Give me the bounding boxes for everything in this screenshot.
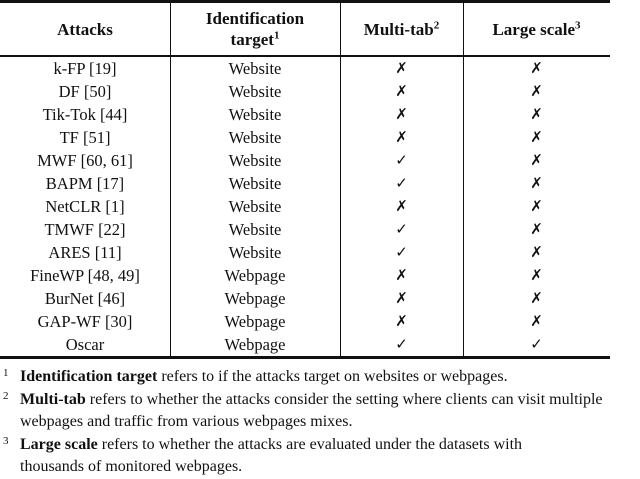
x-mark-icon: ✗ <box>530 151 543 169</box>
attack-name: TF [51] <box>59 128 111 147</box>
x-mark-icon: ✗ <box>395 266 408 284</box>
footnote-term: Large scale <box>20 435 98 453</box>
footnote-term: Multi-tab <box>20 390 86 408</box>
table-row: Oscar Webpage ✓ ✓ <box>0 333 610 356</box>
check-mark-icon: ✓ <box>395 243 408 261</box>
column-header-multi-tab: Multi-tab2 <box>340 3 463 55</box>
footnote-term: Identification target <box>20 368 158 385</box>
check-mark-icon: ✓ <box>395 151 408 169</box>
header-label: Attacks <box>57 19 113 39</box>
identification-target-value: Webpage <box>224 289 286 308</box>
table-row: BurNet [46] Webpage ✗ ✗ <box>0 287 610 310</box>
x-mark-icon: ✗ <box>530 312 543 330</box>
x-mark-icon: ✗ <box>530 59 543 77</box>
x-mark-icon: ✗ <box>530 174 543 192</box>
column-divider-1 <box>170 3 172 356</box>
x-mark-icon: ✗ <box>530 82 543 100</box>
identification-target-value: Website <box>228 151 282 170</box>
footnote-text: refers to whether the attacks consider t… <box>20 390 603 431</box>
x-mark-icon: ✗ <box>530 289 543 307</box>
table-row: GAP-WF [30] Webpage ✗ ✗ <box>0 310 610 333</box>
bottom-rule <box>0 356 610 359</box>
table-row: TF [51] Website ✗ ✗ <box>0 126 610 149</box>
footnote-multi-tab: 2 Multi-tab refers to whether the attacks… <box>0 389 640 434</box>
header-label: Multi-tab2 <box>363 18 440 39</box>
identification-target-value: Website <box>228 174 282 193</box>
table-row: NetCLR [1] Website ✗ ✗ <box>0 195 610 218</box>
table-footnotes: 1 Identification target refers to if the … <box>0 366 640 479</box>
attack-name: MWF [60, 61] <box>37 151 133 170</box>
attack-name: TMWF [22] <box>44 220 126 239</box>
footnote-marker: 1 <box>3 367 9 379</box>
identification-target-value: Webpage <box>224 312 286 331</box>
identification-target-value: Website <box>228 197 282 216</box>
x-mark-icon: ✗ <box>530 105 543 123</box>
column-divider-2 <box>340 3 342 356</box>
attack-name: BAPM [17] <box>45 174 125 193</box>
check-mark-icon: ✓ <box>530 335 543 353</box>
table-body: k-FP [19] Website ✗ ✗ DF [50] Website ✗ … <box>0 57 610 356</box>
table-row: BAPM [17] Website ✓ ✗ <box>0 172 610 195</box>
check-mark-icon: ✓ <box>395 335 408 353</box>
top-rule <box>0 0 610 3</box>
table-row: TMWF [22] Website ✓ ✗ <box>0 218 610 241</box>
identification-target-value: Website <box>228 82 282 101</box>
identification-target-value: Website <box>228 59 282 78</box>
footnote-marker: 2 <box>3 389 9 402</box>
identification-target-value: Website <box>228 220 282 239</box>
footnote-marker: 3 <box>3 434 9 447</box>
x-mark-icon: ✗ <box>530 197 543 215</box>
x-mark-icon: ✗ <box>395 82 408 100</box>
footnote-identification-target: 1 Identification target refers to if the … <box>0 366 640 389</box>
attack-name: NetCLR [1] <box>45 197 125 216</box>
header-separator-rule <box>0 55 610 57</box>
attack-name: ARES [11] <box>48 243 122 262</box>
header-label-line2: target1 <box>230 29 280 49</box>
footnote-text: refers to whether the attacks are evalua… <box>20 435 523 476</box>
attack-name: DF [50] <box>58 82 112 101</box>
header-label: Large scale3 <box>492 18 581 39</box>
attack-name: k-FP [19] <box>53 59 117 78</box>
check-mark-icon: ✓ <box>395 174 408 192</box>
table-row: ARES [11] Website ✓ ✗ <box>0 241 610 264</box>
x-mark-icon: ✗ <box>530 220 543 238</box>
footnote-ref-3: 3 <box>575 18 581 31</box>
identification-target-value: Webpage <box>224 266 286 285</box>
table-row: DF [50] Website ✗ ✗ <box>0 80 610 103</box>
footnote-large-scale: 3 Large scale refers to whether the attac… <box>0 434 540 479</box>
column-header-identification-target: Identification target1 <box>170 3 340 55</box>
x-mark-icon: ✗ <box>395 197 408 215</box>
attack-name: FineWP [48, 49] <box>30 266 140 285</box>
header-label-line1: Identification <box>205 9 305 28</box>
footnote-ref-1: 1 <box>273 29 280 42</box>
x-mark-icon: ✗ <box>395 289 408 307</box>
check-mark-icon: ✓ <box>395 220 408 238</box>
x-mark-icon: ✗ <box>395 312 408 330</box>
identification-target-value: Webpage <box>224 335 286 354</box>
x-mark-icon: ✗ <box>530 243 543 261</box>
table-row: Tik-Tok [44] Website ✗ ✗ <box>0 103 610 126</box>
attack-name: GAP-WF [30] <box>37 312 133 331</box>
x-mark-icon: ✗ <box>395 105 408 123</box>
table-row: MWF [60, 61] Website ✓ ✗ <box>0 149 610 172</box>
column-divider-3 <box>463 3 465 356</box>
x-mark-icon: ✗ <box>395 128 408 146</box>
x-mark-icon: ✗ <box>530 128 543 146</box>
table-header-row: Attacks Identification target1 Multi-tab… <box>0 3 610 55</box>
identification-target-value: Website <box>228 128 282 147</box>
table-row: FineWP [48, 49] Webpage ✗ ✗ <box>0 264 610 287</box>
column-header-large-scale: Large scale3 <box>463 3 610 55</box>
footnote-text: refers to if the attacks target on websi… <box>157 368 508 385</box>
attack-name: Oscar <box>65 335 105 354</box>
attack-name: Tik-Tok [44] <box>42 105 128 124</box>
x-mark-icon: ✗ <box>395 59 408 77</box>
attack-name: BurNet [46] <box>44 289 126 308</box>
footnote-ref-2: 2 <box>433 18 440 31</box>
x-mark-icon: ✗ <box>530 266 543 284</box>
identification-target-value: Website <box>228 105 282 124</box>
identification-target-value: Website <box>228 243 282 262</box>
table-row: k-FP [19] Website ✗ ✗ <box>0 57 610 80</box>
column-header-attacks: Attacks <box>0 3 170 55</box>
